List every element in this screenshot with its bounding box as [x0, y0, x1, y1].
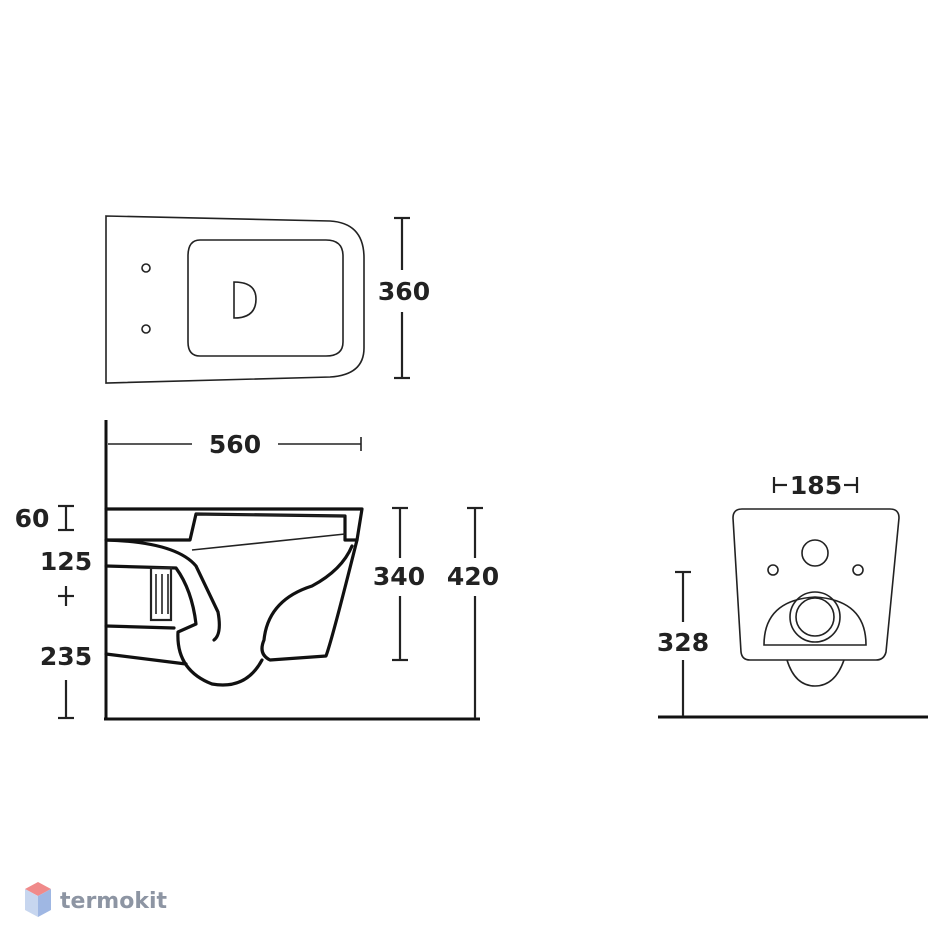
rear-body-outline [732, 508, 900, 661]
dim-420: 420 [447, 562, 499, 591]
fixing-hole [767, 564, 779, 576]
inlet-hole [801, 539, 829, 567]
brand-name: termokit [60, 889, 167, 914]
brand-logo: termokit [25, 882, 167, 917]
flush-outlet [233, 281, 257, 319]
side-view: 560 60 125 235 340 42 [15, 420, 499, 721]
outlet-ring [789, 591, 841, 643]
bowl-outline [104, 538, 221, 642]
hexagon-cube-icon [25, 882, 51, 917]
fixing-hole [141, 324, 151, 334]
dim-235: 235 [40, 642, 92, 671]
seat-outline [187, 239, 344, 357]
dim-360: 360 [378, 277, 430, 306]
top-view: 360 [105, 215, 430, 384]
inlet-connector [149, 566, 173, 622]
outlet-hole [795, 597, 835, 637]
dim-560: 560 [209, 430, 261, 459]
dim-185: 185 [790, 471, 842, 500]
dim-125: 125 [40, 547, 92, 576]
bowl-front [260, 538, 359, 662]
outlet-recess [763, 596, 867, 646]
dim-340: 340 [373, 562, 425, 591]
outlet-base [786, 659, 845, 687]
dim-328: 328 [657, 628, 709, 657]
top-view-outline [105, 215, 365, 384]
rear-view: 185 328 [657, 471, 928, 719]
dim-60: 60 [15, 504, 50, 533]
fixing-hole [141, 263, 151, 273]
trap-outline [104, 564, 264, 687]
seat-rim [104, 507, 364, 542]
fixing-hole [852, 564, 864, 576]
